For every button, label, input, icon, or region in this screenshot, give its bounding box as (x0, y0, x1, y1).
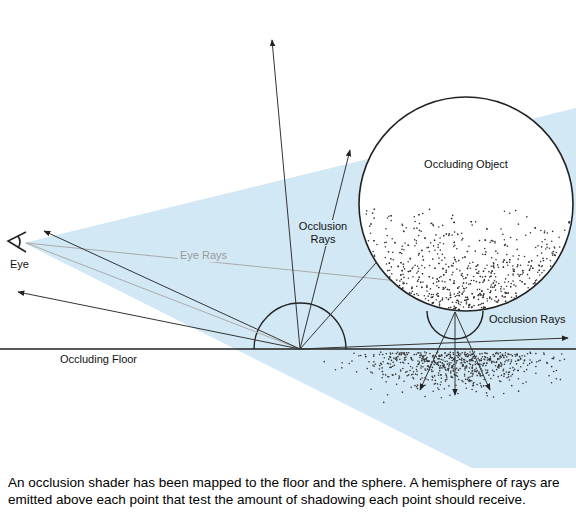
eye-label: Eye (8, 258, 31, 271)
occlusion-rays-label: Occlusion Rays (487, 313, 567, 326)
eye-rays-label: Eye Rays (178, 249, 229, 262)
occlusion-rays-label: Occlusion Rays (293, 220, 353, 246)
object-label: Occluding Object (358, 158, 574, 171)
floor-line (0, 348, 576, 350)
sphere-shadow-dots (365, 208, 570, 310)
eye-rays (26, 243, 428, 349)
floor-label: Occluding Floor (58, 353, 139, 366)
figure-caption: An occlusion shader has been mapped to t… (8, 474, 568, 508)
floor-shadow-dots (323, 351, 565, 403)
sphere-outline (358, 96, 574, 312)
occluding-sphere: Occluding Object (358, 96, 576, 312)
eye-symbol (8, 232, 26, 252)
